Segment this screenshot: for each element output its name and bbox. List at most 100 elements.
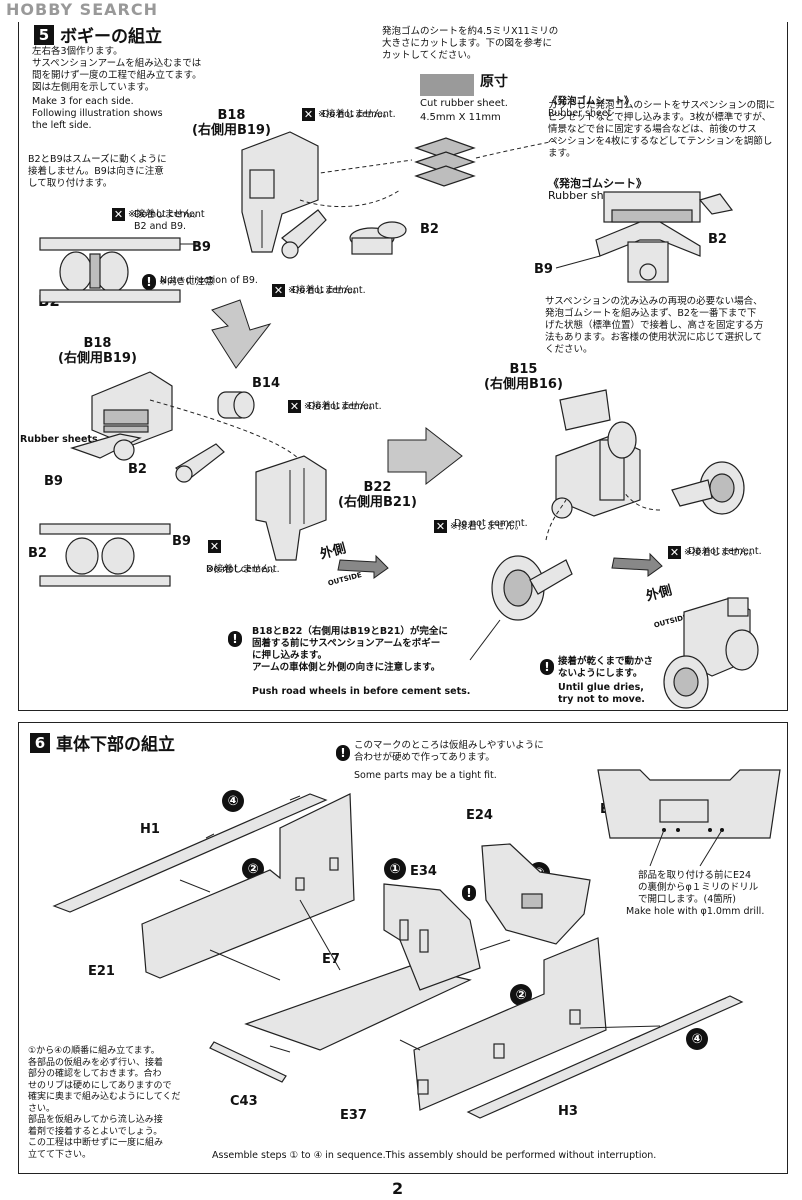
completed-bogie [663, 597, 759, 709]
step-circle-3: ③ [528, 862, 550, 884]
label-e24: E24 [466, 808, 493, 823]
no-cement-b2b9-en: Do not cement B2 and B9. [134, 209, 205, 232]
label-b18-top: B18 (右側用B19) [192, 108, 271, 138]
b18-housing-top [241, 131, 319, 253]
rubber-desc: カットした発泡ゴムのシートをサスペンションの間に ピンセットなどで押し込みます。… [548, 100, 776, 159]
label-b15: B15 (右側用B16) [484, 362, 563, 392]
step5-illustrations [39, 131, 759, 709]
no-cement-icon: ✕ [302, 108, 315, 121]
b2-cup-top [349, 221, 407, 255]
drill-note-en: Make hole with φ1.0mm drill. [626, 906, 765, 917]
warning-icon: ! [142, 274, 156, 290]
sequence-note-ja: ①から④の順番に組み立てます。 各部品の仮組みを必ず行い、接着 部分の確認をして… [28, 1046, 181, 1160]
outside-arrow-1 [337, 554, 389, 579]
nc3-ja: ※接着しません。 [304, 401, 379, 412]
no-cement-icon: ✕ [112, 208, 125, 221]
outside-arrow-2 [611, 552, 663, 577]
step6-title: 車体下部の組立 [56, 735, 175, 755]
no-cement-b2b9-ja: ※接着しません。 [128, 209, 203, 220]
nc4: ※接着しません。 [206, 552, 280, 576]
step5-header: 5 ボギーの組立 [34, 22, 162, 47]
rubber-title-en: Rubber sheet [548, 108, 612, 119]
note-dir-en: Note direction of B9. [160, 275, 258, 286]
label-b9-rubber: B9 [534, 262, 553, 277]
rubber-suspension-detail [595, 191, 734, 283]
label-b14: B14 [252, 376, 280, 391]
tight-fit-en: Some parts may be a tight fit. [354, 770, 497, 781]
tight-mark-1: ! [462, 882, 479, 901]
nc1-ja: ※接着しません。 [318, 109, 393, 120]
b18-housing-mid [70, 371, 173, 461]
warning-icon: ! [462, 884, 476, 901]
nc6-en: Do not cement. [688, 546, 762, 557]
step5-intro-ja: 左右各3個作ります。 サスペンションアームを組み込むまでは 間を開けず一度の工程… [32, 46, 202, 93]
tight-mark-2: ! [364, 984, 381, 1003]
glue-note-en: Until glue dries, try not to move. [558, 682, 645, 705]
nc3-en: Do not cement. [308, 401, 382, 412]
rubber-sheet-stack [414, 137, 476, 187]
b9-lever-mid [175, 443, 225, 483]
no-cement-3: ✕※接着しません。 [288, 388, 378, 413]
nc6-ja: ※接着しません。 [684, 547, 759, 558]
label-e34: E34 [410, 864, 437, 879]
push-note-ja: B18とB22（右側用はB19とB21）が完全に 固着する前にサスペンションアー… [252, 626, 448, 673]
watermark: HOBBY SEARCH [6, 0, 158, 19]
drill-note-ja: 部品を取り付ける前にE24 の裏側からφ１ミリのドリル で開口します。(4箇所) [638, 870, 759, 905]
sequence-note-en: Assemble steps ① to ④ in sequence.This a… [212, 1150, 657, 1161]
warning-icon: ! [540, 658, 554, 675]
tight-fit-ja: このマークのところは仮組みしやすいように 合わせが硬めで作ってあります。 [354, 740, 544, 763]
no-cement-1: ✕※接着しません。 [302, 96, 392, 121]
arrow-right [387, 426, 463, 486]
no-cement-6: ✕※接着しません。 [668, 534, 758, 559]
glue-note-warning: ! [540, 656, 557, 675]
rubber-title-ja: 《発泡ゴムシート》 [548, 96, 634, 107]
push-note-warning: ! [228, 628, 245, 647]
actual-size-label: 原寸 [480, 74, 508, 90]
nc1-en: Do not cement. [322, 109, 396, 120]
road-wheel-right [671, 461, 745, 515]
no-cement-icon: ✕ [288, 400, 301, 413]
b9-arm-low [39, 523, 171, 587]
no-cement-icon: ✕ [208, 540, 221, 553]
label-h3: H3 [558, 1104, 578, 1119]
rubber-swatch [420, 74, 474, 96]
step5-frame [18, 22, 788, 711]
b2-b9-note: B2とB9はスムーズに動くように 接着しません。B9は向きに注意 して取り付けま… [28, 154, 167, 189]
label-e7: E7 [322, 952, 340, 967]
rubber-title: 《発泡ゴムシート》 Rubber sheet [548, 84, 634, 120]
no-cement-icon: ✕ [668, 546, 681, 559]
step6-header: 6 車体下部の組立 [30, 730, 175, 755]
warning-icon: ! [228, 630, 242, 647]
rubber-title2-ja: 《発泡ゴムシート》 [548, 177, 647, 190]
step-circle-2-right: ② [510, 984, 532, 1006]
warning-icon: ! [364, 986, 378, 1003]
step5-intro-en: Make 3 for each side. Following illustra… [32, 96, 163, 131]
cut-note: 発泡ゴムのシートを約4.5ミリX11ミリの 大きさにカットします。下の図を参考に… [382, 26, 559, 61]
label-e21: E21 [88, 964, 115, 979]
cut-dims: 4.5mm X 11mm [420, 112, 501, 123]
label-h1: H1 [140, 822, 160, 837]
label-c43: C43 [230, 1094, 258, 1109]
nc4-ja: ※接着しません。 [206, 564, 281, 575]
b22-housing [255, 455, 327, 561]
cut-en: Cut rubber sheet. [420, 98, 508, 109]
glue-note-ja: 接着が乾くまで動かさ ないようにします。 [558, 656, 654, 679]
note-dir-ja: ※向きに注意 [159, 276, 215, 288]
label-b9-low: B9 [172, 534, 191, 549]
step5-title: ボギーの組立 [60, 27, 162, 47]
label-e37: E37 [340, 1108, 367, 1123]
step6-frame [18, 722, 788, 1174]
no-cement-2: ✕※接着しません。 [272, 272, 362, 297]
no-cement-icon: ✕ [272, 284, 285, 297]
b9-arm-top [39, 237, 181, 303]
label-rubber-sheets: Rubber sheets [20, 434, 98, 445]
step6-number: 6 [30, 732, 50, 753]
no-cement-icon: ✕ [434, 520, 447, 533]
step-circle-2-left: ② [242, 858, 264, 880]
nc5-en: Do not cement. [454, 518, 528, 529]
label-b2-low: B2 [28, 546, 47, 561]
warning-icon: ! [336, 744, 350, 761]
step5-number: 5 [34, 24, 54, 45]
no-cement-4: ✕ [208, 528, 224, 553]
nc2-ja: ※接着しません。 [288, 285, 363, 296]
